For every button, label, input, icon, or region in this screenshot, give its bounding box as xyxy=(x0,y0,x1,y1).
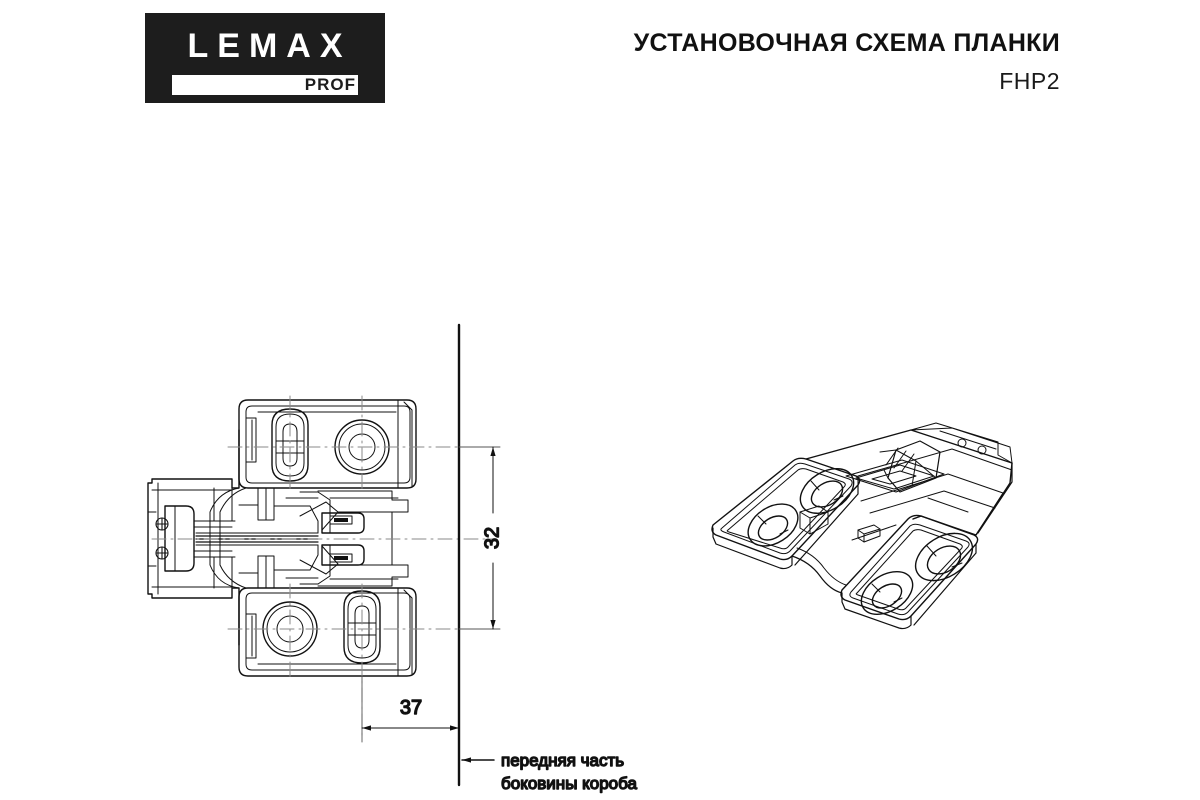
brand-logo: LEMAX PROF xyxy=(145,13,385,103)
logo-wordmark: LEMAX xyxy=(187,27,352,65)
dimension-32: 32 xyxy=(458,446,504,630)
cabinet-front-edge-note: передняя часть боковины короба xyxy=(461,750,638,794)
iso-rear-hole-1 xyxy=(799,468,855,514)
iso-rear-hole-2 xyxy=(747,503,799,547)
model-code: FHP2 xyxy=(999,68,1060,94)
latch-tab-upper xyxy=(321,512,365,534)
note-line-1: передняя часть xyxy=(501,751,624,770)
dimension-37: 37 xyxy=(361,675,460,743)
latch-tab-lower xyxy=(321,544,365,566)
upper-slot-hole xyxy=(271,408,309,482)
lower-slot-hole xyxy=(343,590,381,664)
page-title: УСТАНОВОЧНАЯ СХЕМА ПЛАНКИ xyxy=(633,29,1060,57)
isometric-view xyxy=(711,422,1013,630)
iso-front-hole-1 xyxy=(914,532,974,582)
dimension-37-label: 37 xyxy=(400,697,422,719)
note-line-2: боковины короба xyxy=(501,774,637,793)
logo-underbar: PROF xyxy=(172,75,358,95)
centerlines xyxy=(151,395,494,741)
title-block: УСТАНОВОЧНАЯ СХЕМА ПЛАНКИ FHP2 xyxy=(634,28,1060,94)
header: LEMAX PROF УСТАНОВОЧНАЯ СХЕМА ПЛАНКИ FHP… xyxy=(0,0,1200,120)
upper-wing xyxy=(238,399,417,489)
central-body xyxy=(147,429,409,646)
logo-subword: PROF xyxy=(300,75,358,95)
iso-front-hole-2 xyxy=(860,571,914,615)
front-view xyxy=(147,399,417,677)
lower-wing xyxy=(238,587,417,677)
dimension-32-label: 32 xyxy=(481,527,503,549)
